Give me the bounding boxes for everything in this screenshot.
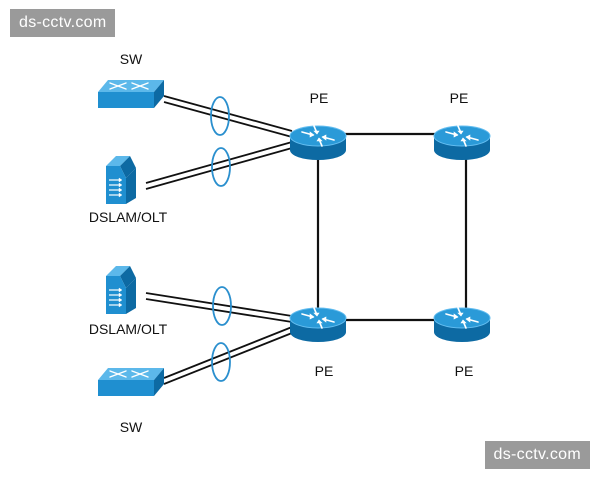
watermark-bottom: ds-cctv.com [484,441,590,469]
router-icon [433,125,491,161]
router-icon [289,307,347,343]
switch-icon [97,367,165,397]
bundle-rings [210,96,232,382]
bundle-ring-dslam-top [211,147,231,187]
link-sw-top-to-pe [163,95,293,138]
label-pe-left-top: PE [310,90,329,106]
router-icon [289,125,347,161]
core-links [316,132,468,322]
access-links [145,95,293,385]
label-pe-right-bottom: PE [455,363,474,379]
bundle-ring-dslam-bottom [212,286,232,326]
bundle-ring-sw-bottom [211,342,231,382]
link-dslam-bottom-to-pe [145,292,293,323]
label-dslam-bottom: DSLAM/OLT [89,321,168,337]
label-sw-top: SW [120,51,143,67]
watermark-top: ds-cctv.com [10,9,116,37]
link-dslam-top-to-pe [145,141,293,190]
label-sw-bottom: SW [120,419,143,435]
label-pe-right-top: PE [450,90,469,106]
switch-icon [97,79,165,109]
dslam-olt-icon [105,265,137,315]
label-pe-left-bottom: PE [315,363,334,379]
dslam-olt-icon [105,155,137,205]
label-dslam-top: DSLAM/OLT [89,209,168,225]
bundle-ring-sw-top [210,96,230,136]
router-icon [433,307,491,343]
